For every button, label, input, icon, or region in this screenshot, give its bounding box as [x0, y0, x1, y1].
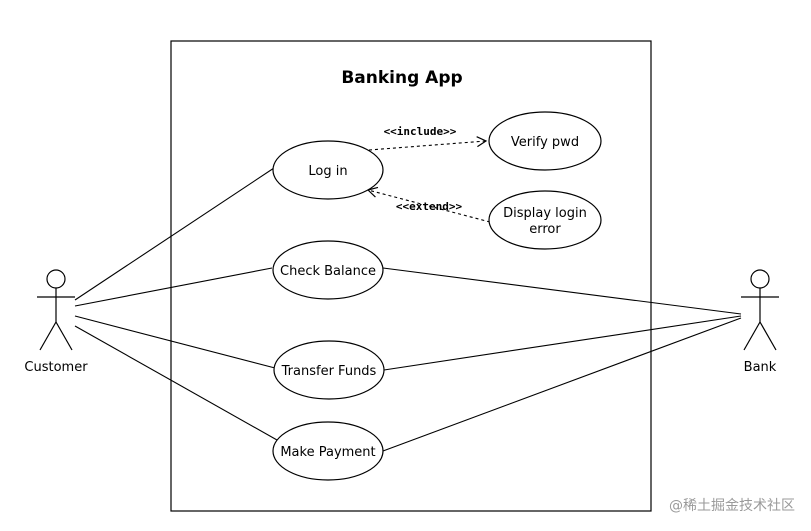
- actor-bank[interactable]: Bank: [741, 269, 779, 375]
- use-case-display-login-error-label-line1: Display login: [503, 206, 587, 221]
- actor-customer-label: Customer: [24, 360, 88, 375]
- use-case-login[interactable]: Log in: [272, 140, 384, 200]
- use-case-display-login-error-label-line2: error: [529, 222, 561, 237]
- use-case-check-balance-label: Check Balance: [280, 264, 376, 279]
- use-case-make-payment-label: Make Payment: [280, 445, 375, 460]
- include-relationship-line: [368, 136, 488, 151]
- system-boundary: [170, 40, 652, 512]
- association-customer-login: [74, 167, 275, 301]
- use-case-check-balance[interactable]: Check Balance: [272, 240, 384, 300]
- association-customer-transfer-funds: [74, 315, 276, 369]
- use-case-check-balance-ellipse: [272, 240, 384, 300]
- bank-associations: [382, 267, 742, 452]
- use-case-transfer-funds[interactable]: Transfer Funds: [273, 340, 385, 400]
- customer-associations: [74, 167, 278, 441]
- association-customer-make-payment: [74, 325, 278, 441]
- use-case-display-login-error-ellipse: [488, 190, 602, 250]
- association-bank-transfer-funds: [383, 315, 742, 371]
- actor-customer[interactable]: Customer: [24, 269, 88, 375]
- system-title: Banking App: [341, 68, 462, 88]
- association-customer-check-balance: [74, 267, 273, 307]
- use-case-verify-pwd[interactable]: Verify pwd: [488, 111, 602, 171]
- actor-bank-right-leg: [759, 321, 777, 351]
- use-case-display-login-error[interactable]: Display login error: [488, 190, 602, 250]
- use-case-verify-pwd-ellipse: [488, 111, 602, 171]
- actor-bank-left-leg: [743, 321, 761, 351]
- actor-customer-left-leg: [39, 321, 57, 351]
- actor-bank-head: [750, 269, 770, 289]
- use-case-login-label: Log in: [308, 164, 347, 179]
- actor-customer-right-leg: [55, 321, 73, 351]
- watermark: @稀土掘金技术社区: [669, 498, 795, 514]
- association-bank-check-balance: [382, 267, 742, 315]
- use-case-make-payment-ellipse: [272, 421, 384, 481]
- actor-customer-head: [46, 269, 66, 289]
- stick-figure-icon: [741, 269, 779, 351]
- use-case-transfer-funds-label: Transfer Funds: [281, 364, 377, 379]
- stick-figure-icon: [37, 269, 75, 351]
- use-case-transfer-funds-ellipse: [273, 340, 385, 400]
- actor-bank-label: Bank: [744, 360, 777, 375]
- association-bank-make-payment: [382, 317, 742, 452]
- extend-label: <<extend>>: [396, 200, 463, 213]
- use-case-login-ellipse: [272, 140, 384, 200]
- use-case-make-payment[interactable]: Make Payment: [272, 421, 384, 481]
- include-label: <<include>>: [384, 125, 457, 138]
- use-case-verify-pwd-label: Verify pwd: [511, 135, 579, 150]
